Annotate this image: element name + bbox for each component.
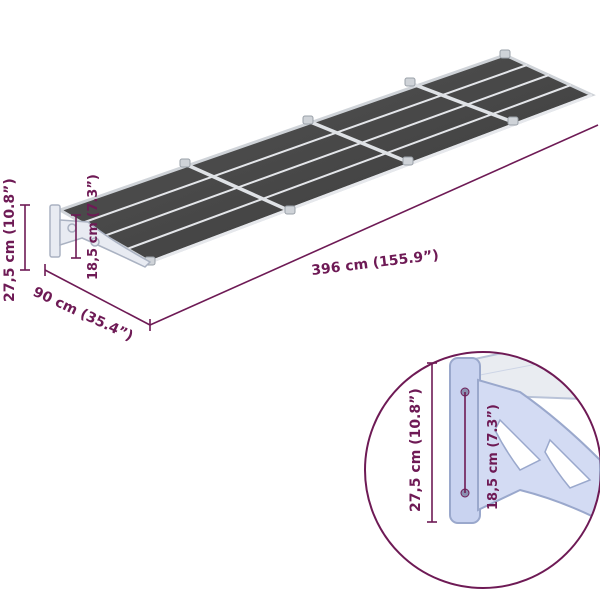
bracket-detail-callout [364,351,600,589]
height-total-label: 27,5 cm (10.8”) [2,178,18,302]
wall-bracket [49,204,152,268]
depth-label: 90 cm (35.4”) [30,284,135,344]
canopy-ribs [81,64,572,250]
length-label: 396 cm (155.9”) [311,247,440,278]
canopy-cross-bars [184,81,514,213]
canopy-panel [56,53,596,264]
height-bracket-label: 18,5 cm (7.3”) [86,174,101,280]
detail-height-total-label: 27,5 cm (10.8”) [408,388,424,512]
detail-height-bracket-label: 18,5 cm (7.3”) [486,404,501,510]
dimension-lines [20,124,599,331]
door-canopy [49,49,596,268]
canopy-clamps [144,49,519,266]
